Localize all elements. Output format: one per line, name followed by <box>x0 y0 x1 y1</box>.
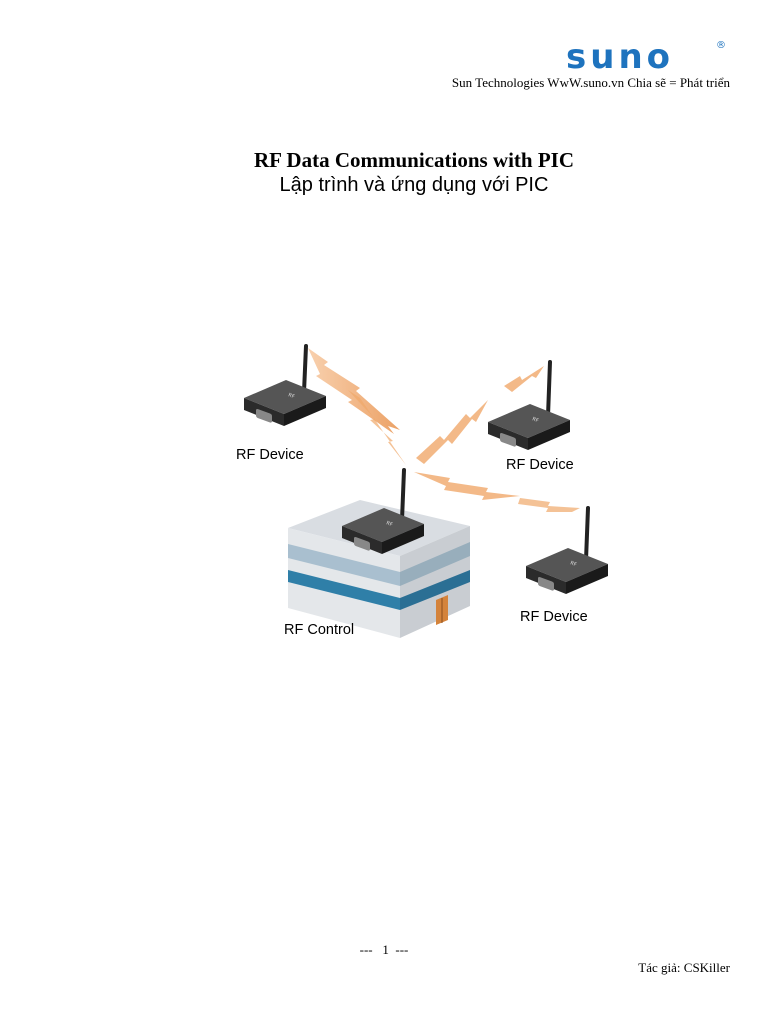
label-device-top-left: RF Device <box>236 447 304 463</box>
rf-control-building <box>288 500 470 638</box>
registered-mark: ® <box>716 40 726 51</box>
rf-device-top-left <box>244 344 326 426</box>
label-device-bottom-right: RF Device <box>520 609 588 625</box>
header-tagline: Sun Technologies WwW.suno.vn Chia sẽ = P… <box>451 75 730 90</box>
rf-network-diagram: RF RF Device RF Device RF Device <box>236 344 608 638</box>
document-subtitle: Lập trình và ứng dụng với PIC <box>279 174 549 196</box>
logo-text: suno <box>566 38 674 72</box>
label-control: RF Control <box>284 622 354 638</box>
page-number: --- 1 --- <box>359 942 409 957</box>
document-title: RF Data Communications with PIC <box>253 148 575 172</box>
rf-control-device <box>342 468 424 554</box>
label-device-top-right: RF Device <box>506 457 574 473</box>
suno-logo: suno ® <box>566 38 726 72</box>
signal-waves <box>308 348 580 512</box>
author-credit: Tác giả: CSKiller <box>638 960 730 975</box>
rf-device-bottom-right <box>526 506 608 594</box>
rf-device-top-right <box>488 360 570 450</box>
